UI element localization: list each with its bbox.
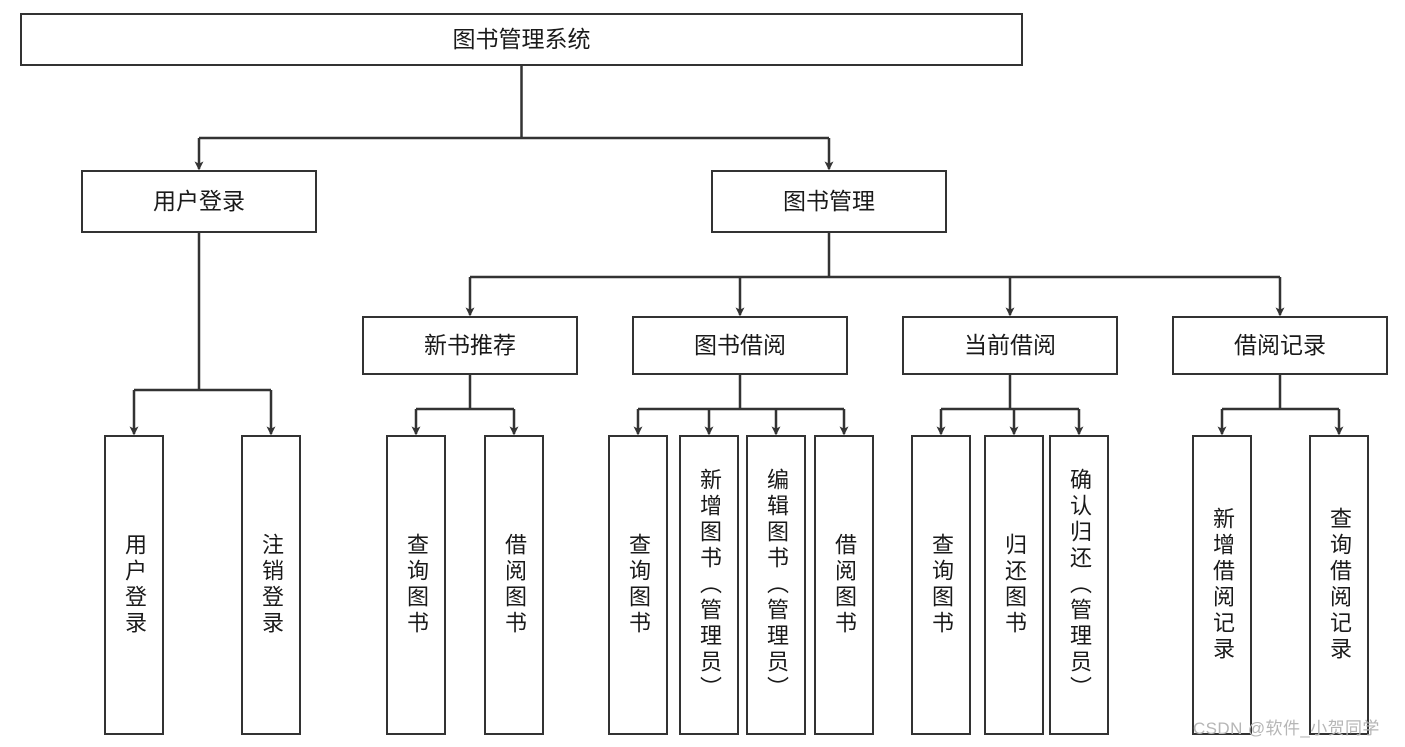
node-label: 用户登录 [153,187,245,214]
node-lf02[interactable]: 注销登录 [241,435,301,735]
node-lf09[interactable]: 查询图书 [911,435,971,735]
node-l2a[interactable]: 用户登录 [81,170,317,233]
watermark-credit: CSDN @软件_小贺同学 [1193,719,1380,738]
node-label: 确认归还（管理员） [1067,468,1092,702]
node-lf13[interactable]: 查询借阅记录 [1309,435,1369,735]
node-l3d[interactable]: 借阅记录 [1172,316,1388,375]
node-label: 查询借阅记录 [1327,507,1352,663]
node-label: 图书管理系统 [452,25,591,52]
node-label: 借阅图书 [832,533,857,637]
node-label: 图书管理 [783,187,875,214]
node-lf08[interactable]: 借阅图书 [814,435,874,735]
node-label: 借阅记录 [1234,331,1326,358]
node-label: 借阅图书 [502,533,527,637]
node-l3a[interactable]: 新书推荐 [362,316,578,375]
node-lf06[interactable]: 新增图书（管理员） [679,435,739,735]
node-lf11[interactable]: 确认归还（管理员） [1049,435,1109,735]
node-label: 编辑图书（管理员） [764,468,789,702]
node-label: 查询图书 [404,533,429,637]
connector-lines [129,66,1344,436]
node-lf05[interactable]: 查询图书 [608,435,668,735]
node-lf01[interactable]: 用户登录 [104,435,164,735]
node-label: 查询图书 [929,533,954,637]
node-lf12[interactable]: 新增借阅记录 [1192,435,1252,735]
node-l3c[interactable]: 当前借阅 [902,316,1118,375]
node-label: 查询图书 [626,533,651,637]
node-lf03[interactable]: 查询图书 [386,435,446,735]
node-label: 注销登录 [259,533,284,637]
node-l3b[interactable]: 图书借阅 [632,316,848,375]
node-lf07[interactable]: 编辑图书（管理员） [746,435,806,735]
node-l2b[interactable]: 图书管理 [711,170,947,233]
node-label: 当前借阅 [964,331,1056,358]
node-label: 新增图书（管理员） [697,468,722,702]
node-label: 归还图书 [1002,533,1027,637]
node-lf10[interactable]: 归还图书 [984,435,1044,735]
node-label: 图书借阅 [694,331,786,358]
node-label: 新书推荐 [424,331,516,358]
node-label: 新增借阅记录 [1210,507,1235,663]
node-root[interactable]: 图书管理系统 [20,13,1023,66]
node-label: 用户登录 [122,533,147,637]
node-lf04[interactable]: 借阅图书 [484,435,544,735]
